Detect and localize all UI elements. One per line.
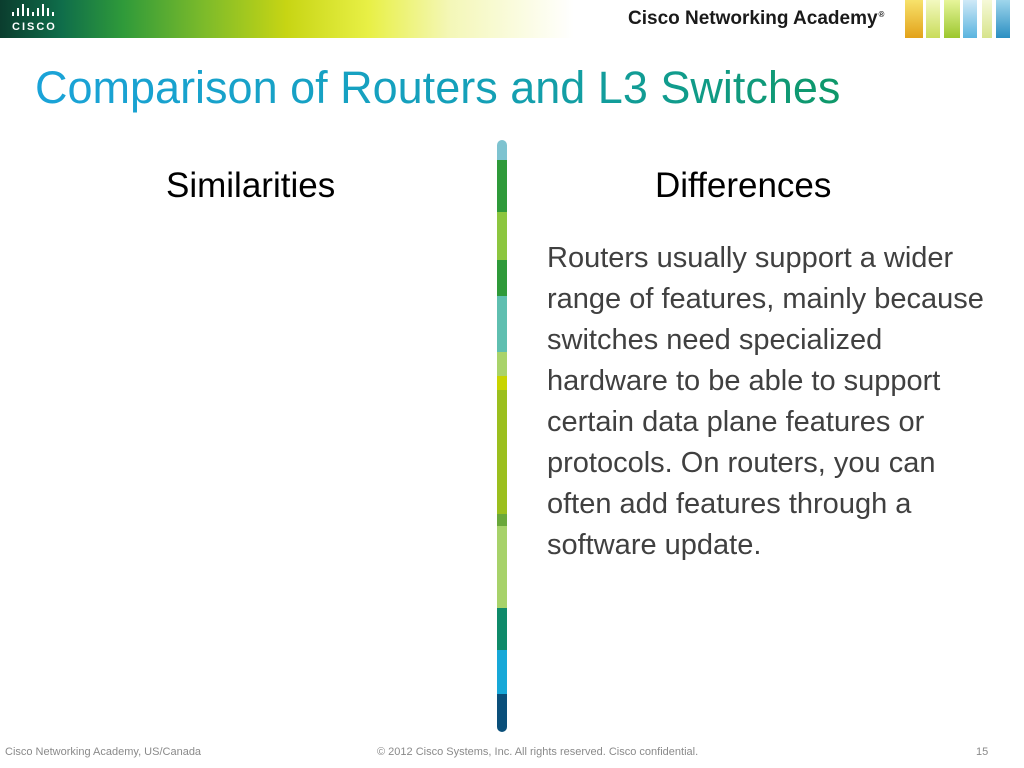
slide-title: Comparison of Routers and L3 Switches — [35, 62, 841, 113]
academy-title-text: Cisco Networking Academy — [628, 8, 878, 29]
cisco-bridge-icon — [12, 4, 54, 16]
header-decoration-3 — [944, 0, 960, 38]
cisco-logo: CISCO — [8, 4, 72, 34]
cisco-wordmark: CISCO — [12, 21, 57, 33]
trademark-mark: ® — [878, 9, 885, 19]
header-bar: CISCO Cisco Networking Academy® — [0, 0, 1024, 38]
footer-left: Cisco Networking Academy, US/Canada — [5, 746, 202, 758]
header-decoration-6 — [996, 0, 1010, 38]
differences-text: Routers usually support a wider range of… — [547, 242, 984, 561]
academy-title: Cisco Networking Academy® — [628, 8, 884, 30]
vertical-divider — [497, 140, 507, 732]
header-decoration-4 — [963, 0, 977, 38]
header-decoration-2 — [926, 0, 940, 38]
page-number: 15 — [976, 746, 989, 758]
footer-copyright: © 2012 Cisco Systems, Inc. All rights re… — [377, 746, 699, 758]
similarities-heading: Similarities — [166, 166, 336, 205]
header-decoration-5 — [982, 0, 992, 38]
header-decoration-1 — [905, 0, 923, 38]
differences-heading: Differences — [655, 166, 832, 205]
